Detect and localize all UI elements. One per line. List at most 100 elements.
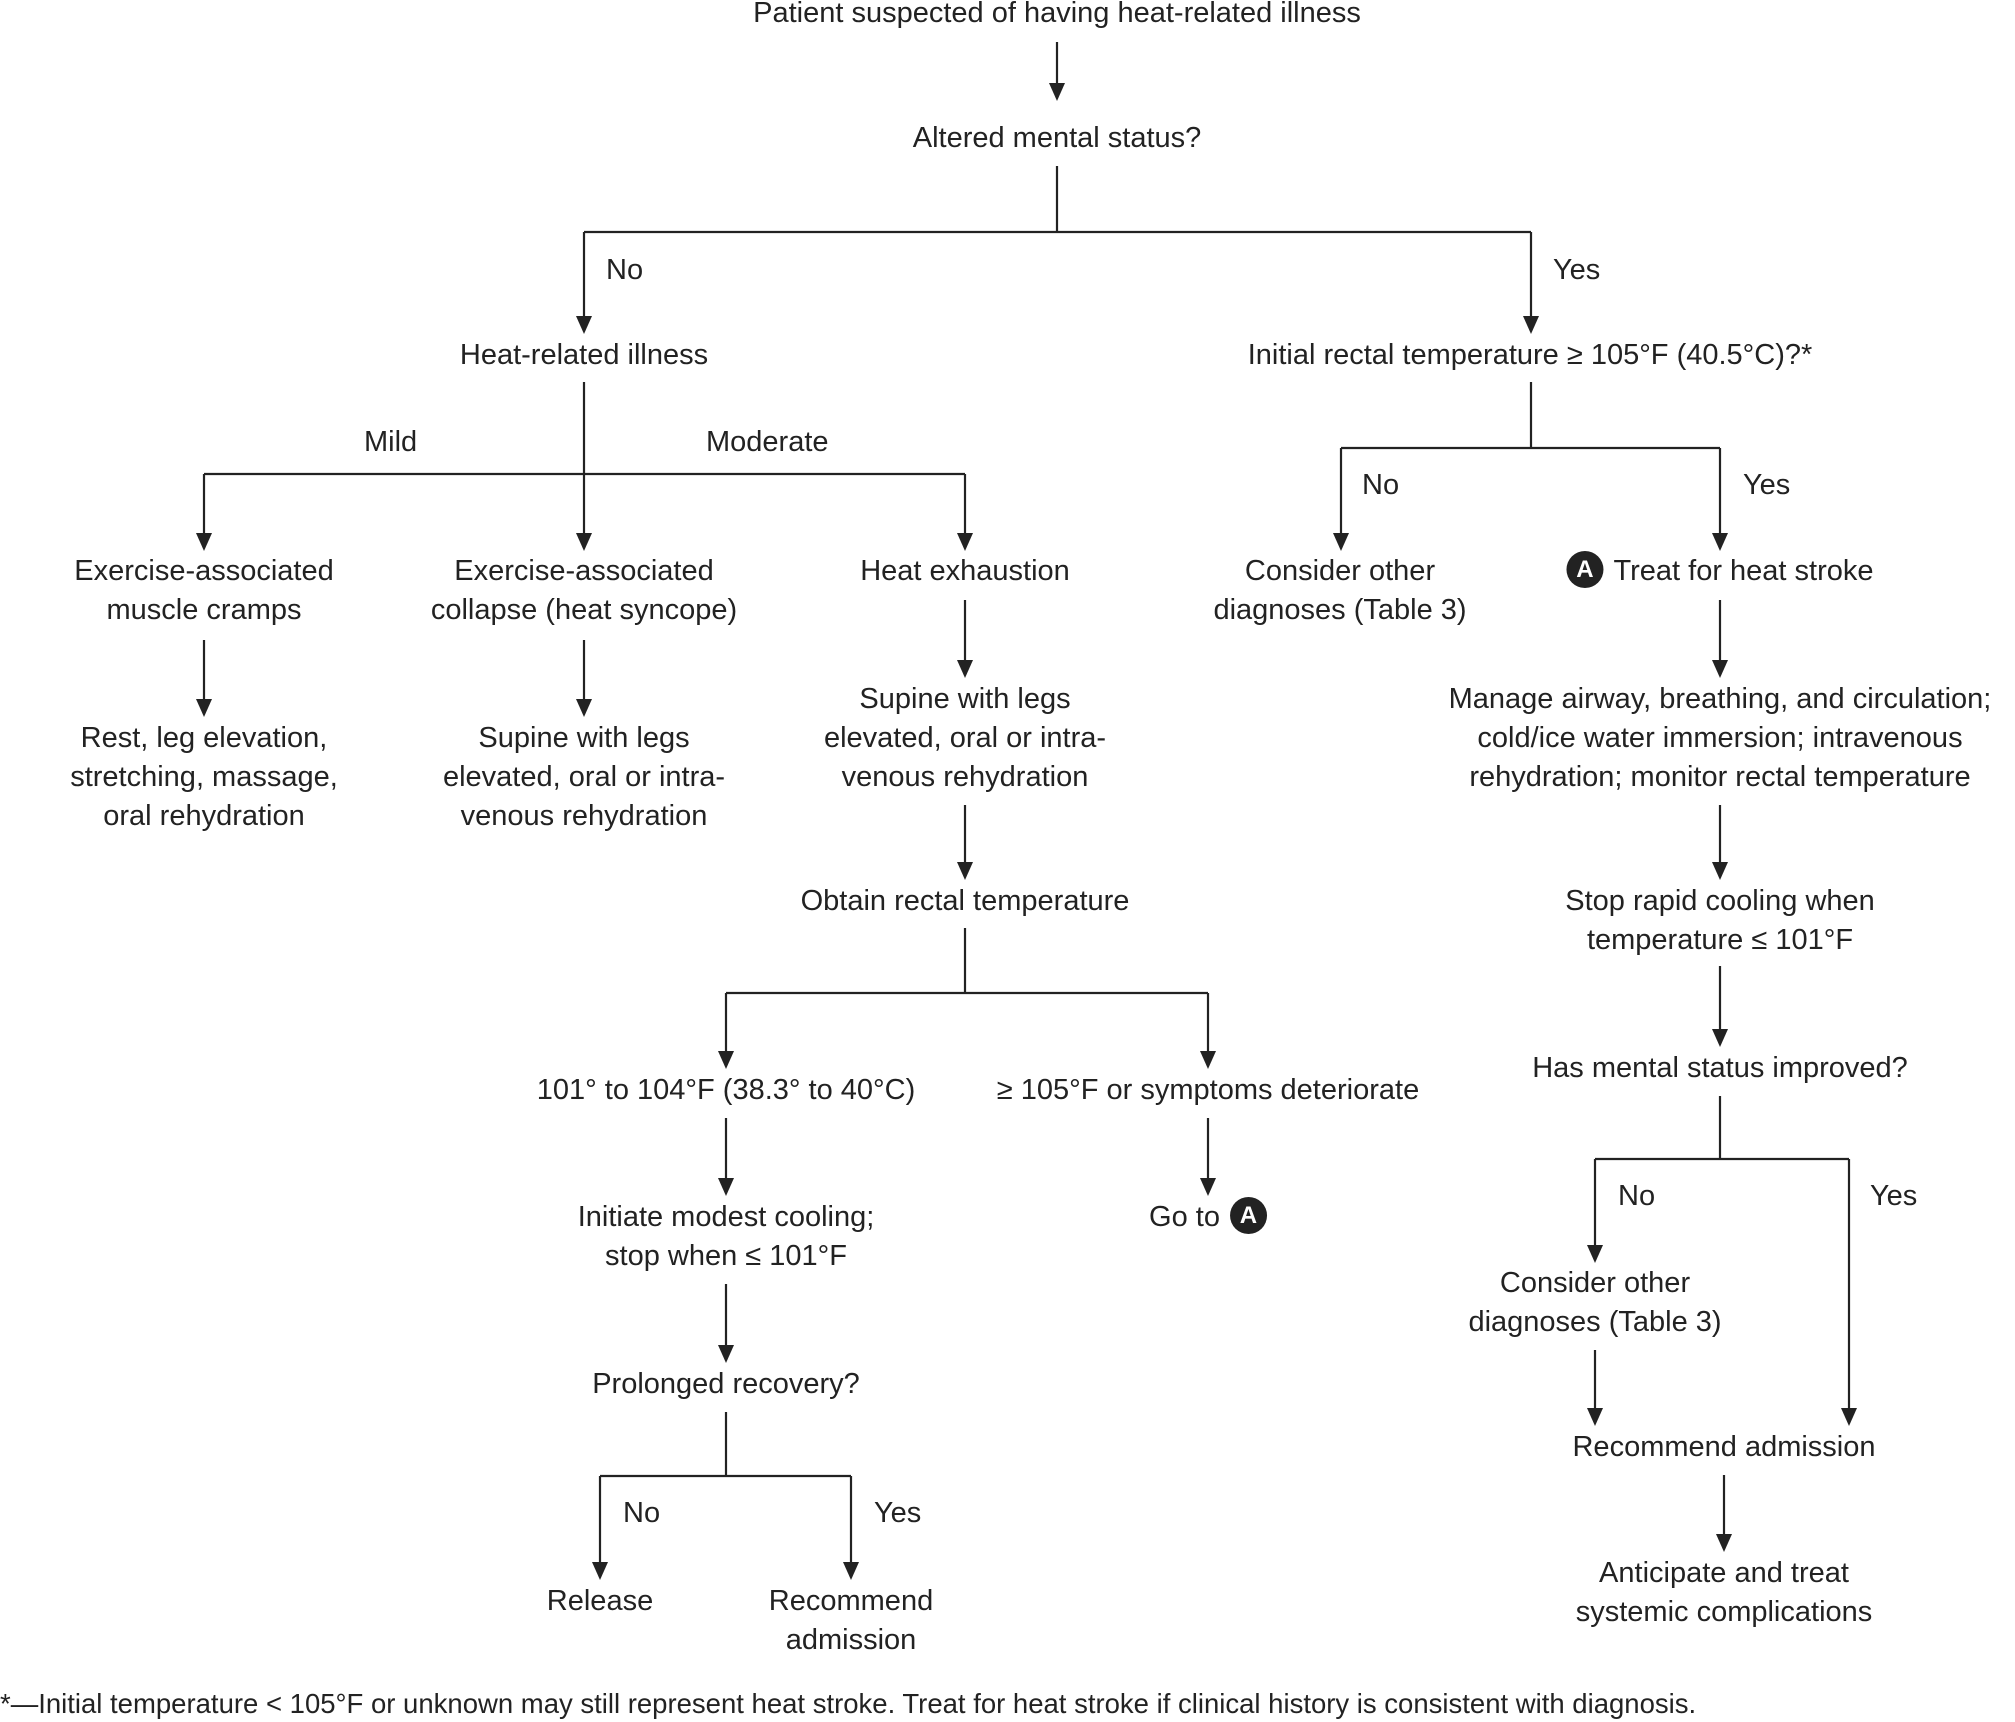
node-text: Recommend admission bbox=[1572, 1431, 1876, 1463]
node-rest-leg-elevation: Rest, leg elevation, stretching, massage,… bbox=[70, 719, 338, 836]
node-text: diagnoses (Table 3) bbox=[1213, 594, 1467, 626]
node-text: elevated, oral or intra- bbox=[442, 761, 726, 793]
node-text: Altered mental status? bbox=[912, 122, 1202, 154]
badge-a-icon: A bbox=[1566, 550, 1604, 588]
arrow-head bbox=[1712, 660, 1728, 678]
arrow-head bbox=[718, 1345, 734, 1363]
node-text: Heat exhaustion bbox=[860, 555, 1070, 587]
node-text: Consider other bbox=[1499, 1267, 1691, 1299]
node-heat-exhaustion: Heat exhaustion bbox=[860, 552, 1070, 591]
node-text-line: elevated, oral or intra- bbox=[443, 758, 725, 797]
node-text-line: Recommend bbox=[769, 1582, 933, 1621]
node-text: Recommend bbox=[768, 1585, 934, 1617]
arrow-head bbox=[1333, 533, 1349, 551]
arrow-head bbox=[843, 1562, 859, 1580]
arrow-head bbox=[576, 533, 592, 551]
node-text-line: Initial rectal temperature ≥ 105°F (40.5… bbox=[1248, 336, 1813, 375]
node-text: 101° to 104°F (38.3° to 40°C) bbox=[536, 1074, 916, 1106]
node-text-line: collapse (heat syncope) bbox=[431, 591, 737, 630]
node-text-line: Initiate modest cooling; bbox=[578, 1198, 875, 1237]
edge-label-prolonged-no: No bbox=[623, 1497, 661, 1529]
node-prolonged-recovery: Prolonged recovery? bbox=[592, 1365, 860, 1404]
node-text-line: Heat exhaustion bbox=[860, 552, 1070, 591]
edge-label-mild: Mild bbox=[364, 426, 418, 458]
node-text-line: Stop rapid cooling when bbox=[1565, 882, 1875, 921]
node-text: Consider other bbox=[1244, 555, 1436, 587]
node-recommend-admission-right: Recommend admission bbox=[1572, 1428, 1875, 1467]
node-altered-mental-status: Altered mental status? bbox=[913, 119, 1202, 158]
node-text-line: admission bbox=[769, 1621, 933, 1660]
node-text-line: Altered mental status? bbox=[913, 119, 1202, 158]
node-text-line: Release bbox=[547, 1582, 653, 1621]
node-recommend-admission-left: Recommend admission bbox=[769, 1582, 933, 1660]
arrow-head bbox=[957, 660, 973, 678]
node-text-line: 101° to 104°F (38.3° to 40°C) bbox=[537, 1071, 916, 1110]
node-text-line: Heat-related illness bbox=[460, 336, 708, 375]
arrow-head bbox=[576, 316, 592, 334]
node-text: Stop rapid cooling when bbox=[1565, 885, 1875, 917]
arrow-head bbox=[1200, 1178, 1216, 1196]
node-text: Prolonged recovery? bbox=[592, 1368, 860, 1400]
node-mental-status-improved: Has mental status improved? bbox=[1532, 1049, 1908, 1088]
node-text: stop when ≤ 101°F bbox=[605, 1240, 847, 1272]
edge-label-moderate: Moderate bbox=[706, 426, 829, 458]
edge-label-mental-no: No bbox=[1618, 1180, 1656, 1212]
node-text: diagnoses (Table 3) bbox=[1468, 1306, 1722, 1338]
node-text: Rest, leg elevation, bbox=[80, 722, 328, 754]
arrow-head bbox=[957, 862, 973, 880]
node-text-line: venous rehydration bbox=[443, 797, 725, 836]
node-muscle-cramps: Exercise-associated muscle cramps bbox=[74, 552, 334, 630]
node-text-line: muscle cramps bbox=[74, 591, 334, 630]
node-temp-ge-105: ≥ 105°F or symptoms deteriorate bbox=[997, 1071, 1419, 1110]
node-consider-other-diagnoses-2: Consider other diagnoses (Table 3) bbox=[1468, 1264, 1721, 1342]
node-heat-syncope: Exercise-associated collapse (heat syncop… bbox=[431, 552, 737, 630]
node-text-line: temperature ≤ 101°F bbox=[1565, 921, 1875, 960]
arrow-head bbox=[1841, 1408, 1857, 1426]
node-text: Supine with legs bbox=[859, 683, 1071, 715]
edge-label-altered-yes: Yes bbox=[1553, 254, 1601, 286]
node-text-line: Anticipate and treat bbox=[1576, 1554, 1873, 1593]
arrow-head bbox=[196, 699, 212, 717]
arrow-head bbox=[1200, 1051, 1216, 1069]
node-text: Initial rectal temperature ≥ 105°F (40.5… bbox=[1247, 339, 1813, 371]
node-text: Patient suspected of having heat-related… bbox=[753, 0, 1361, 29]
arrow-head bbox=[1523, 316, 1539, 334]
node-text: Initiate modest cooling; bbox=[577, 1201, 875, 1233]
node-text-line: stretching, massage, bbox=[70, 758, 338, 797]
node-text: venous rehydration bbox=[841, 761, 1089, 793]
arrow-head bbox=[718, 1051, 734, 1069]
arrow-head bbox=[196, 533, 212, 551]
node-text-line: ≥ 105°F or symptoms deteriorate bbox=[997, 1071, 1419, 1110]
node-text: Obtain rectal temperature bbox=[800, 885, 1130, 917]
arrow-head bbox=[1587, 1408, 1603, 1426]
node-text-line: systemic complications bbox=[1576, 1593, 1873, 1632]
node-text-line: rehydration; monitor rectal temperature bbox=[1449, 758, 1992, 797]
node-text-line: Supine with legs bbox=[824, 680, 1106, 719]
node-text-line: Exercise-associated bbox=[431, 552, 737, 591]
node-text-line: cold/ice water immersion; intravenous bbox=[1449, 719, 1992, 758]
arrow-head bbox=[576, 699, 592, 717]
node-text: rehydration; monitor rectal temperature bbox=[1469, 761, 1971, 793]
arrow-head bbox=[1049, 83, 1065, 101]
node-temp-101-104: 101° to 104°F (38.3° to 40°C) bbox=[537, 1071, 916, 1110]
arrow-head bbox=[1716, 1534, 1732, 1552]
node-stop-rapid-cooling: Stop rapid cooling when temperature ≤ 101… bbox=[1565, 882, 1875, 960]
node-text-line: Supine with legs bbox=[443, 719, 725, 758]
edge-label-rectal-no: No bbox=[1362, 469, 1400, 501]
node-modest-cooling: Initiate modest cooling; stop when ≤ 101°… bbox=[578, 1198, 875, 1276]
node-text: stretching, massage, bbox=[70, 761, 338, 793]
node-text-line: Recommend admission bbox=[1572, 1428, 1875, 1467]
node-text: collapse (heat syncope) bbox=[430, 594, 738, 626]
edge-label-altered-no: No bbox=[606, 254, 644, 286]
node-text: Exercise-associated bbox=[454, 555, 714, 587]
edge-label-mental-yes: Yes bbox=[1870, 1180, 1918, 1212]
arrow-head bbox=[718, 1178, 734, 1196]
arrow-head bbox=[1587, 1245, 1603, 1263]
node-text: Exercise-associated bbox=[74, 555, 334, 587]
